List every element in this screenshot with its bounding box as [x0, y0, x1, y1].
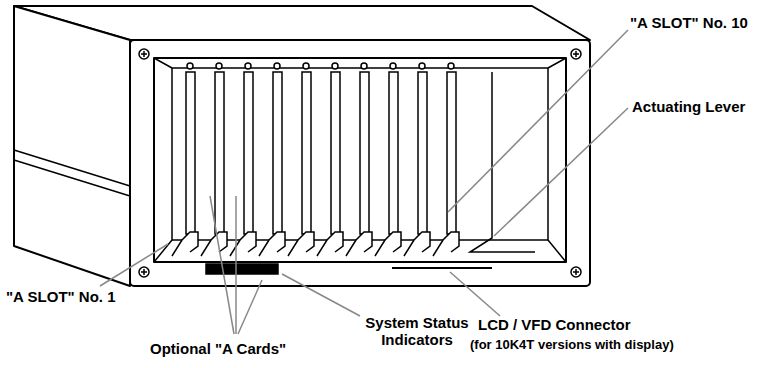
slot-guide — [187, 63, 193, 69]
leader-line — [282, 274, 360, 316]
opening-depth — [154, 58, 566, 68]
screw-cross — [141, 51, 579, 275]
card-slot — [244, 72, 253, 234]
slot-guide — [216, 63, 222, 69]
display-connector — [392, 267, 492, 269]
slot-lever — [317, 232, 343, 256]
card-slot — [331, 72, 340, 234]
slot-guide — [245, 63, 251, 69]
card-slot — [215, 72, 224, 234]
card-slot — [186, 72, 195, 234]
leader-line — [448, 30, 628, 212]
callout-label: (for 10K4T versions with display) — [470, 336, 674, 353]
card-slot — [273, 72, 282, 234]
card-slot — [389, 72, 398, 234]
card-slot — [447, 72, 456, 234]
leader-line — [210, 196, 234, 334]
chassis-side — [14, 6, 130, 286]
side-seam — [14, 160, 130, 196]
slot-lever — [346, 232, 372, 256]
leader-line — [235, 196, 237, 334]
slot-lever — [375, 232, 401, 256]
slot-lever — [433, 232, 459, 256]
card-slot — [302, 72, 311, 234]
slot-lever — [230, 232, 256, 256]
slot-guide — [390, 63, 396, 69]
slot-guide — [332, 63, 338, 69]
callout-label: System Status Indicators — [362, 314, 472, 348]
actuating-lever — [470, 72, 535, 252]
slot-lever — [259, 232, 285, 256]
callout-label: "A SLOT" No. 1 — [6, 288, 116, 305]
callout-label: LCD / VFD Connector — [478, 316, 631, 333]
slot-guide — [303, 63, 309, 69]
callout-label: Actuating Lever — [632, 98, 745, 115]
leader-line — [450, 272, 500, 316]
slot-lever — [404, 232, 430, 256]
leader-line — [238, 280, 262, 334]
slot-lever — [172, 232, 198, 256]
slot-guide — [448, 63, 454, 69]
slot-guide — [419, 63, 425, 69]
card-slot — [418, 72, 427, 234]
leader-line — [494, 108, 628, 236]
front-bezel — [130, 40, 590, 286]
side-seam — [14, 150, 130, 186]
slot-guide — [361, 63, 367, 69]
slot-guide — [274, 63, 280, 69]
opening-depth — [154, 68, 172, 262]
status-indicators — [206, 264, 278, 274]
opening-depth — [548, 68, 566, 262]
callout-label: "A SLOT" No. 10 — [630, 14, 748, 31]
slot-lever — [201, 232, 227, 256]
slot-lever — [288, 232, 314, 256]
callout-label: Optional "A Cards" — [150, 340, 286, 357]
card-slot — [360, 72, 369, 234]
leader-line — [100, 244, 168, 286]
